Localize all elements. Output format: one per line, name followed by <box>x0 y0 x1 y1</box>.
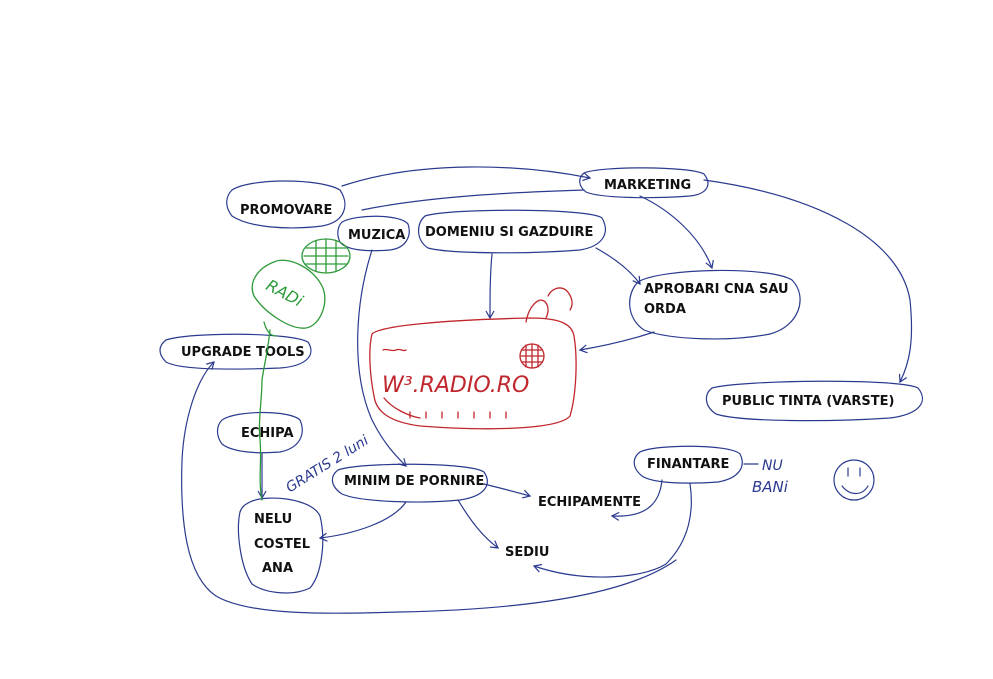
nu-bani-line-2: BANi <box>752 478 789 496</box>
aprobari-label-2: ORDA <box>644 302 686 317</box>
team-member-3-label: ANA <box>262 561 293 576</box>
nu-bani-annotation: NU BANi <box>743 458 789 496</box>
muzica-label: MUZICA <box>348 228 405 243</box>
echipa-label: ECHIPA <box>241 426 294 441</box>
node-muzica: MUZICA <box>337 215 410 252</box>
node-echipamente: ECHIPAMENTE <box>538 495 641 510</box>
radio-logo-text: W³.RADIO.RO <box>382 373 529 398</box>
minim-de-pornire-label: MINIM DE PORNIRE <box>344 474 484 489</box>
node-domeniu: DOMENIU SI GAZDUIRE <box>418 209 606 254</box>
connectors <box>181 166 913 614</box>
node-promovare: PROMOVARE <box>226 180 346 229</box>
node-aprobari: APROBARI CNA SAU ORDA <box>629 269 801 340</box>
radio-sketch-icon: W³.RADIO.RO <box>369 287 577 430</box>
node-upgrade-tools: UPGRADE TOOLS <box>159 333 312 370</box>
mic-label-text: RADi <box>263 275 307 310</box>
node-echipa: ECHIPA <box>216 411 303 454</box>
echipamente-label: ECHIPAMENTE <box>538 495 641 510</box>
node-sediu: SEDIU <box>505 545 549 560</box>
team-member-1-label: NELU <box>254 512 292 527</box>
team-member-2-label: COSTEL <box>254 537 310 552</box>
smiley-icon <box>833 459 875 501</box>
promovare-label: PROMOVARE <box>240 203 332 218</box>
node-minim-de-pornire: MINIM DE PORNIRE <box>331 463 488 503</box>
aprobari-label-1: APROBARI CNA SAU <box>644 282 789 297</box>
node-marketing: MARKETING <box>579 167 709 199</box>
node-public-tinta: PUBLIC TINTA (VARSTE) <box>705 380 923 422</box>
node-finantare: FINANTARE <box>633 445 743 484</box>
nu-bani-line-1: NU <box>762 458 783 474</box>
node-team-members: NELU COSTEL ANA <box>237 497 324 594</box>
marketing-label: MARKETING <box>604 178 691 193</box>
upgrade-tools-label: UPGRADE TOOLS <box>181 345 305 360</box>
finantare-label: FINANTARE <box>647 457 729 472</box>
sediu-label: SEDIU <box>505 545 549 560</box>
domeniu-label: DOMENIU SI GAZDUIRE <box>425 225 593 240</box>
public-tinta-label: PUBLIC TINTA (VARSTE) <box>722 394 894 409</box>
